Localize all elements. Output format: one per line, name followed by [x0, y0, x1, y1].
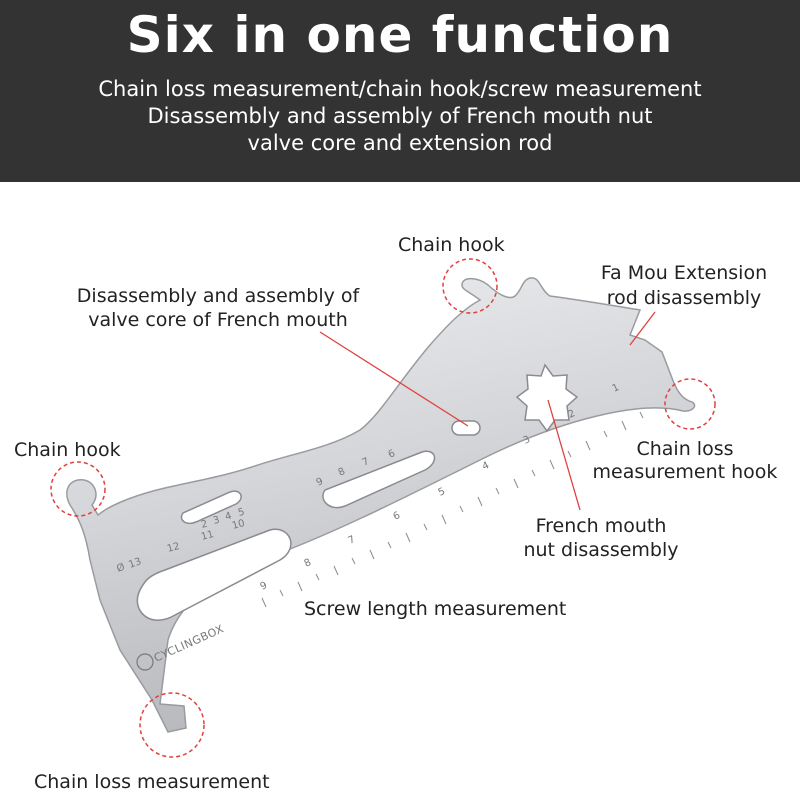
- label-extension-rod-line-1: Fa Mou Extension: [600, 262, 768, 284]
- ruler-number: 3: [522, 434, 532, 447]
- small-number: 10: [231, 518, 246, 532]
- ruler-number: 2: [567, 408, 577, 421]
- small-number: 4: [224, 511, 233, 523]
- slot-number: 6: [387, 448, 397, 461]
- diameter-mark: Ø: [115, 561, 127, 575]
- slot-number: 9: [315, 476, 325, 489]
- upper-slot: [322, 450, 436, 509]
- ruler-number: 6: [392, 510, 402, 523]
- slot-number: 7: [361, 456, 371, 469]
- callout-line-extension-rod: [629, 311, 656, 346]
- small-number: 13: [127, 556, 143, 571]
- small-slot: [180, 490, 242, 525]
- ruler-number: 7: [347, 534, 357, 547]
- ruler-ticks: [261, 411, 644, 608]
- small-number: 3: [212, 515, 221, 527]
- label-french-nut-line-1: French mouth: [535, 515, 667, 537]
- label-valve-core-line-1: Disassembly and assembly of: [76, 285, 360, 307]
- label-chain-hook-left: Chain hook: [14, 439, 121, 461]
- ruler-number: 4: [481, 460, 491, 473]
- valve-core-slot: [451, 420, 481, 436]
- label-chain-loss-hook-line-1: Chain loss: [636, 438, 734, 460]
- label-extension-rod-line-2: rod disassembly: [606, 287, 762, 309]
- label-screw-length: Screw length measurement: [304, 598, 567, 620]
- callout-circle-chain-hook-left: [50, 461, 106, 517]
- small-number: 2: [200, 519, 209, 531]
- ruler-number: 9: [259, 580, 269, 593]
- ruler-number: 8: [303, 557, 313, 570]
- small-number: 11: [200, 529, 215, 543]
- french-nut-star-hole: [515, 363, 579, 433]
- brand-emblem-icon: [136, 653, 154, 671]
- callout-circle-chain-loss-hook: [664, 378, 716, 430]
- label-valve-core-line-2: valve core of French mouth: [88, 309, 348, 331]
- subtitle-line-1: Chain loss measurement/chain hook/screw …: [98, 77, 702, 101]
- subtitle-line-3: valve core and extension rod: [247, 131, 553, 155]
- label-french-nut-line-2: nut disassembly: [523, 539, 679, 561]
- small-number: 5: [237, 507, 246, 519]
- multi-tool-body: [66, 277, 696, 733]
- lower-slot: [136, 528, 292, 621]
- label-chain-loss-bottom: Chain loss measurement: [34, 771, 270, 793]
- header-banner: Six in one function Chain loss measureme…: [0, 0, 800, 182]
- label-chain-hook-top: Chain hook: [398, 234, 505, 256]
- callout-line-valve-core: [319, 331, 469, 427]
- small-number: 12: [166, 541, 181, 555]
- ruler-number: 1: [611, 382, 621, 395]
- ruler-number: 5: [437, 486, 447, 499]
- page-title: Six in one function: [126, 6, 674, 64]
- callout-circle-chain-loss: [139, 692, 205, 758]
- tool-illustration: 9 8 7 6 5 4 3 2 1 9 8 7 6 2 3 4 5 10 11 …: [50, 258, 716, 758]
- label-chain-loss-hook-line-2: measurement hook: [592, 461, 778, 483]
- callout-circle-chain-hook-top: [442, 258, 498, 314]
- slot-number: 8: [337, 466, 347, 479]
- callout-line-french-nut: [547, 399, 581, 511]
- subtitle-line-2: Disassembly and assembly of French mouth…: [147, 104, 653, 128]
